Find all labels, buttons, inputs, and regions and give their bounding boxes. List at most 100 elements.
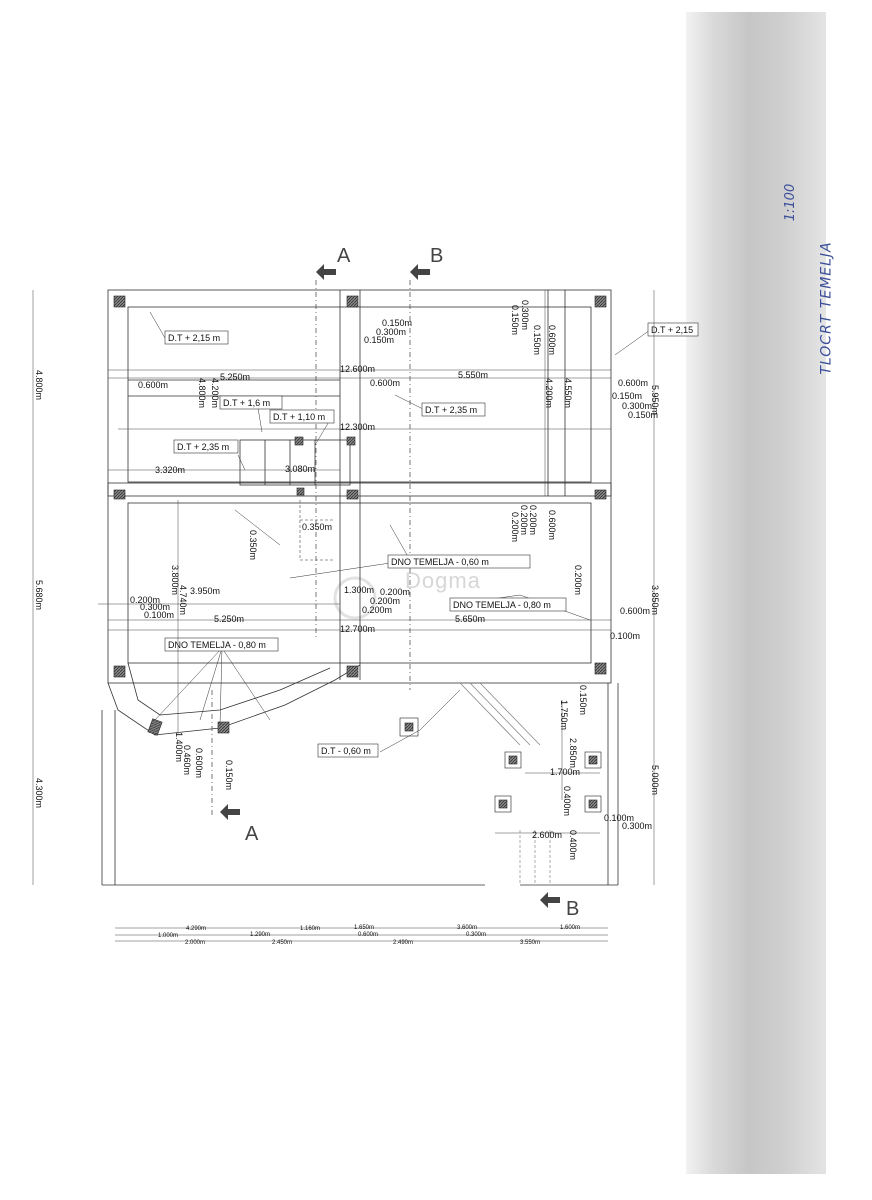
vdim-0150-a: 0.150m: [510, 305, 520, 335]
vdim-0350: 0.350m: [248, 530, 258, 560]
dim-0350: 0.350m: [302, 522, 332, 532]
dim-5650: 5.650m: [455, 614, 485, 624]
bdim-r3-2: 2.490m: [393, 940, 413, 946]
bdim-r3-0: 2.000m: [185, 940, 205, 946]
watermark-logo: [333, 576, 377, 620]
dim-0150-a: 0.150m: [382, 318, 412, 328]
dno080-right-label: DNO TEMELJA - 0,80 m: [453, 600, 551, 610]
section-lines: [211, 280, 411, 815]
dt16-label: D.T + 1,6 m: [223, 398, 270, 408]
dt060-label: D.T - 0,60 m: [321, 746, 371, 756]
dno060-label: DNO TEMELJA - 0,60 m: [391, 557, 489, 567]
dt110-label: D.T + 1,10 m: [273, 412, 325, 422]
section-b-top-label: B: [430, 245, 443, 267]
vdim-0600-c: 0.600m: [194, 748, 204, 778]
dim-0200-d: 0.200m: [130, 595, 160, 605]
dim-5550: 5.550m: [458, 370, 488, 380]
dim-0200-b: 0.200m: [370, 596, 400, 606]
dimension-texts: 12.600m 0.600m 5.250m 0.600m 5.550m 0.60…: [130, 318, 658, 840]
vertical-dimension-texts: 4.800m 5.680m 4.300m 4.800m 4.200m 4.200…: [34, 300, 660, 860]
bdim-r1-1: 1.290m: [250, 932, 270, 938]
dim-0300-c: 0.300m: [622, 821, 652, 831]
vdim-0150-b: 0.150m: [532, 325, 542, 355]
bdim-r2-1: 0.600m: [358, 932, 378, 938]
walls: [101, 289, 619, 886]
vdim-1400: 1.400m: [174, 732, 184, 762]
section-b-top-arrow: [410, 264, 430, 280]
vdim-5950: 5.950m: [650, 385, 660, 415]
vdim-0200-d: 0.200m: [573, 565, 583, 595]
vdim-3800: 3.800m: [170, 565, 180, 595]
vdim-0200-c: 0.200m: [510, 512, 520, 542]
vdim-4300: 4.300m: [34, 778, 44, 808]
vdim-4200-a: 4.200m: [210, 378, 220, 408]
dim-0200-a: 0.200m: [380, 587, 410, 597]
vdim-0200-b: 0.200m: [519, 505, 529, 535]
section-a-bottom-arrow: [220, 804, 240, 820]
section-b-bottom-label: B: [566, 898, 579, 920]
bdim-r2-0: 1.000m: [158, 933, 178, 939]
bottom-dimension-texts: 4.290m 1.290m 1.160m 1.650m 3.600m 1.600…: [158, 925, 580, 946]
level-boxes: D.T + 2,15 m D.T + 2,15 D.T + 1,6 m D.T …: [164, 322, 699, 758]
section-markers: A B A B: [220, 245, 579, 920]
section-b-bottom-arrow: [540, 892, 560, 908]
dt215-right-label: D.T + 2,15: [651, 325, 693, 335]
section-a-bottom-label: A: [245, 823, 259, 845]
dim-12300: 12.300m: [340, 422, 375, 432]
vdim-0150-c: 0.150m: [224, 760, 234, 790]
dim-0600-d: 0.600m: [620, 606, 650, 616]
dt235-left-label: D.T + 2,35 m: [177, 442, 229, 452]
dim-1700: 1.700m: [550, 767, 580, 777]
bdim-r1-5: 1.600m: [560, 925, 580, 931]
dim-3080: 3.080m: [285, 464, 315, 474]
dim-12700: 12.700m: [340, 624, 375, 634]
vdim-0400-a: 0.400m: [562, 786, 572, 816]
dim-0300-a: 0.300m: [376, 327, 406, 337]
dim-0150-b: 0.150m: [364, 335, 394, 345]
columns: [113, 295, 607, 813]
dim-0150-d: 0.150m: [628, 410, 658, 420]
dimension-lines: [32, 290, 655, 885]
vdim-5000: 5.000m: [650, 765, 660, 795]
vdim-4550: 4.550m: [563, 378, 573, 408]
vdim-0460: 0.460m: [182, 745, 192, 775]
dim-0200-c: 0.200m: [362, 605, 392, 615]
bdim-r3-1: 2.450m: [272, 940, 292, 946]
dim-1300: 1.300m: [344, 585, 374, 595]
dim-2600: 2.600m: [532, 830, 562, 840]
vdim-4800: 4.800m: [197, 378, 207, 408]
dno080-left-label: DNO TEMELJA - 0,80 m: [168, 640, 266, 650]
dt215-left-label: D.T + 2,15 m: [168, 333, 220, 343]
vdim-4800-outer: 4.800m: [34, 370, 44, 400]
section-a-top-arrow: [316, 264, 336, 280]
vdim-4200-b: 4.200m: [544, 378, 554, 408]
bdim-r1-3: 1.650m: [354, 925, 374, 931]
dim-0600-a: 0.600m: [138, 380, 168, 390]
vdim-0200-a: 0.200m: [528, 505, 538, 535]
dim-3320: 3.320m: [155, 465, 185, 475]
dim-12600: 12.600m: [340, 364, 375, 374]
vdim-4740: 4.740m: [178, 585, 188, 615]
dim-0300: 0.300m: [140, 602, 170, 612]
vdim-0300-a: 0.300m: [520, 300, 530, 330]
vdim-3850: 3.850m: [650, 585, 660, 615]
dim-0600-b: 0.600m: [370, 378, 400, 388]
dim-0100: 0.100m: [144, 610, 174, 620]
dim-5250-b: 5.250m: [214, 614, 244, 624]
bdim-r1-4: 3.600m: [457, 925, 477, 931]
dim-0100-c: 0.100m: [604, 813, 634, 823]
vdim-0600-a: 0.600m: [547, 325, 557, 355]
bdim-r3-3: 3.550m: [520, 940, 540, 946]
section-a-top-label: A: [337, 245, 351, 267]
vdim-0150-d: 0.150m: [578, 685, 588, 715]
vdim-1750: 1.750m: [559, 700, 569, 730]
vdim-0400-b: 0.400m: [568, 830, 578, 860]
bdim-r1-0: 4.290m: [186, 926, 206, 932]
watermark: Dogma: [405, 568, 481, 593]
paper-fold-shadow: [686, 12, 826, 1174]
bottom-dimension-lines: [115, 927, 608, 942]
dim-0100-b: 0.100m: [610, 631, 640, 641]
dim-5250-a: 5.250m: [220, 372, 250, 382]
